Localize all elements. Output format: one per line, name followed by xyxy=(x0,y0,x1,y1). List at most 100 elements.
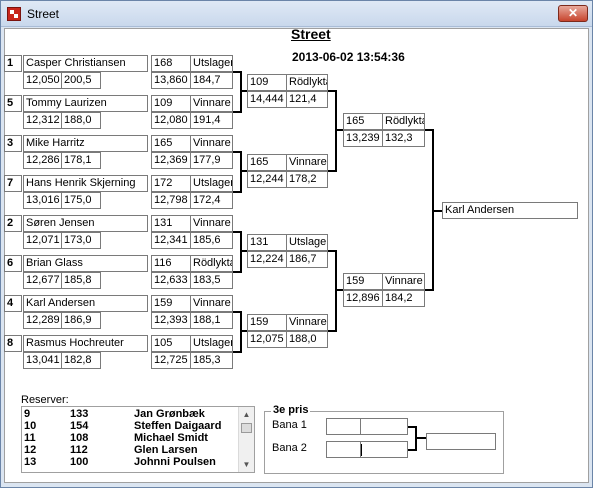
reaction-time[interactable]: 12,050 xyxy=(23,72,62,89)
car-number[interactable]: 165 xyxy=(151,135,191,152)
car-number[interactable]: 172 xyxy=(151,175,191,192)
scroll-up-icon[interactable]: ▲ xyxy=(242,410,251,419)
racer-name[interactable]: Hans Henrik Skjerning xyxy=(23,175,148,192)
trap-speed[interactable]: 172,4 xyxy=(190,192,233,209)
racer-name[interactable]: Mike Harritz xyxy=(23,135,148,152)
heat-result[interactable]: Vinnare xyxy=(382,273,425,290)
racer-name[interactable]: Søren Jensen xyxy=(23,215,148,232)
heat-result[interactable]: Utslagen xyxy=(190,335,233,352)
trap-speed[interactable]: 183,5 xyxy=(190,272,233,289)
elapsed-time[interactable]: 12,080 xyxy=(151,112,191,129)
connector xyxy=(425,129,433,131)
car-number[interactable]: 109 xyxy=(151,95,191,112)
heat-result[interactable]: Rödlyktan xyxy=(190,255,233,272)
elapsed-time[interactable]: 12,633 xyxy=(151,272,191,289)
elapsed-time[interactable]: 12,896 xyxy=(343,290,383,307)
trap-speed[interactable]: 188,0 xyxy=(286,331,328,348)
third-place-result[interactable] xyxy=(426,433,496,450)
reaction-time[interactable]: 12,677 xyxy=(23,272,62,289)
trap-speed[interactable]: 132,3 xyxy=(382,130,425,147)
heat-result[interactable]: Utslagen xyxy=(286,234,328,251)
trap-speed[interactable]: 185,3 xyxy=(190,352,233,369)
heat-result[interactable]: Rödlyktan xyxy=(382,113,425,130)
car-number[interactable]: 116 xyxy=(151,255,191,272)
reaction-time[interactable]: 13,016 xyxy=(23,192,62,209)
car-number[interactable]: 131 xyxy=(151,215,191,232)
reaction-time[interactable]: 12,286 xyxy=(23,152,62,169)
car-number[interactable]: 109 xyxy=(247,74,287,91)
car-number[interactable]: 159 xyxy=(151,295,191,312)
elapsed-time[interactable]: 12,393 xyxy=(151,312,191,329)
racer-name[interactable]: Rasmus Hochreuter xyxy=(23,335,148,352)
elapsed-time[interactable]: 12,725 xyxy=(151,352,191,369)
racer-name[interactable]: Karl Andersen xyxy=(23,295,148,312)
car-number[interactable]: 131 xyxy=(247,234,287,251)
elapsed-time[interactable]: 12,075 xyxy=(247,331,287,348)
speed-value[interactable]: 185,8 xyxy=(61,272,101,289)
speed-value[interactable]: 200,5 xyxy=(61,72,101,89)
racer-name[interactable]: Brian Glass xyxy=(23,255,148,272)
trap-speed[interactable]: 121,4 xyxy=(286,91,328,108)
speed-value[interactable]: 186,9 xyxy=(61,312,101,329)
trap-speed[interactable]: 178,2 xyxy=(286,171,328,188)
speed-value[interactable]: 188,0 xyxy=(61,112,101,129)
heat-result[interactable]: Vinnare xyxy=(190,215,233,232)
elapsed-time[interactable]: 13,239 xyxy=(343,130,383,147)
reserves-scrollbar[interactable]: ▲ ▼ xyxy=(238,407,254,472)
close-button[interactable]: ✕ xyxy=(558,5,588,22)
elapsed-time[interactable]: 13,860 xyxy=(151,72,191,89)
elapsed-time[interactable]: 12,341 xyxy=(151,232,191,249)
elapsed-time[interactable]: 12,244 xyxy=(247,171,287,188)
car-number[interactable]: 159 xyxy=(343,273,383,290)
trap-speed[interactable]: 191,4 xyxy=(190,112,233,129)
trap-speed[interactable]: 185,6 xyxy=(190,232,233,249)
heat-result[interactable]: Vinnare xyxy=(190,95,233,112)
speed-value[interactable]: 175,0 xyxy=(61,192,101,209)
trap-speed[interactable]: 177,9 xyxy=(190,152,233,169)
scroll-down-icon[interactable]: ▼ xyxy=(242,460,251,469)
heat-result[interactable]: Rödlyktan xyxy=(286,74,328,91)
trap-speed[interactable]: 184,2 xyxy=(382,290,425,307)
reaction-time[interactable]: 12,289 xyxy=(23,312,62,329)
speed-value[interactable]: 178,1 xyxy=(61,152,101,169)
lane-1-result[interactable] xyxy=(360,418,408,435)
car-number[interactable]: 165 xyxy=(247,154,287,171)
car-number[interactable]: 159 xyxy=(247,314,287,331)
trap-speed[interactable]: 184,7 xyxy=(190,72,233,89)
elapsed-time[interactable]: 12,798 xyxy=(151,192,191,209)
car-number[interactable]: 105 xyxy=(151,335,191,352)
trap-speed[interactable]: 188,1 xyxy=(190,312,233,329)
heat-result[interactable]: Vinnare xyxy=(286,314,328,331)
car-number[interactable]: 168 xyxy=(151,55,191,72)
racer-name[interactable]: Casper Christiansen xyxy=(23,55,148,72)
heat-result[interactable]: Vinnare xyxy=(190,295,233,312)
trap-speed[interactable]: 186,7 xyxy=(286,251,328,268)
winner-field[interactable]: Karl Andersen xyxy=(442,202,578,219)
speed-value[interactable]: 182,8 xyxy=(61,352,101,369)
title-bar[interactable]: Street ✕ xyxy=(1,1,592,27)
elapsed-time[interactable]: 12,369 xyxy=(151,152,191,169)
elapsed-time[interactable]: 12,224 xyxy=(247,251,287,268)
reaction-time[interactable]: 13,041 xyxy=(23,352,62,369)
elapsed-time[interactable]: 14,444 xyxy=(247,91,287,108)
speed-value[interactable]: 173,0 xyxy=(61,232,101,249)
lane-2-result[interactable] xyxy=(360,441,408,458)
heat-result[interactable]: Vinnare xyxy=(286,154,328,171)
connector xyxy=(233,271,241,273)
heat-result[interactable]: Utslagen xyxy=(190,55,233,72)
lane-2-number[interactable] xyxy=(326,441,361,458)
racer-name[interactable]: Tommy Laurizen xyxy=(23,95,148,112)
reaction-time[interactable]: 12,071 xyxy=(23,232,62,249)
scroll-thumb[interactable] xyxy=(241,423,252,433)
heat-result[interactable]: Vinnare xyxy=(190,135,233,152)
lane-1-number[interactable] xyxy=(326,418,361,435)
reaction-time[interactable]: 12,312 xyxy=(23,112,62,129)
car-number[interactable]: 165 xyxy=(343,113,383,130)
heat-result[interactable]: Utslagen xyxy=(190,175,233,192)
